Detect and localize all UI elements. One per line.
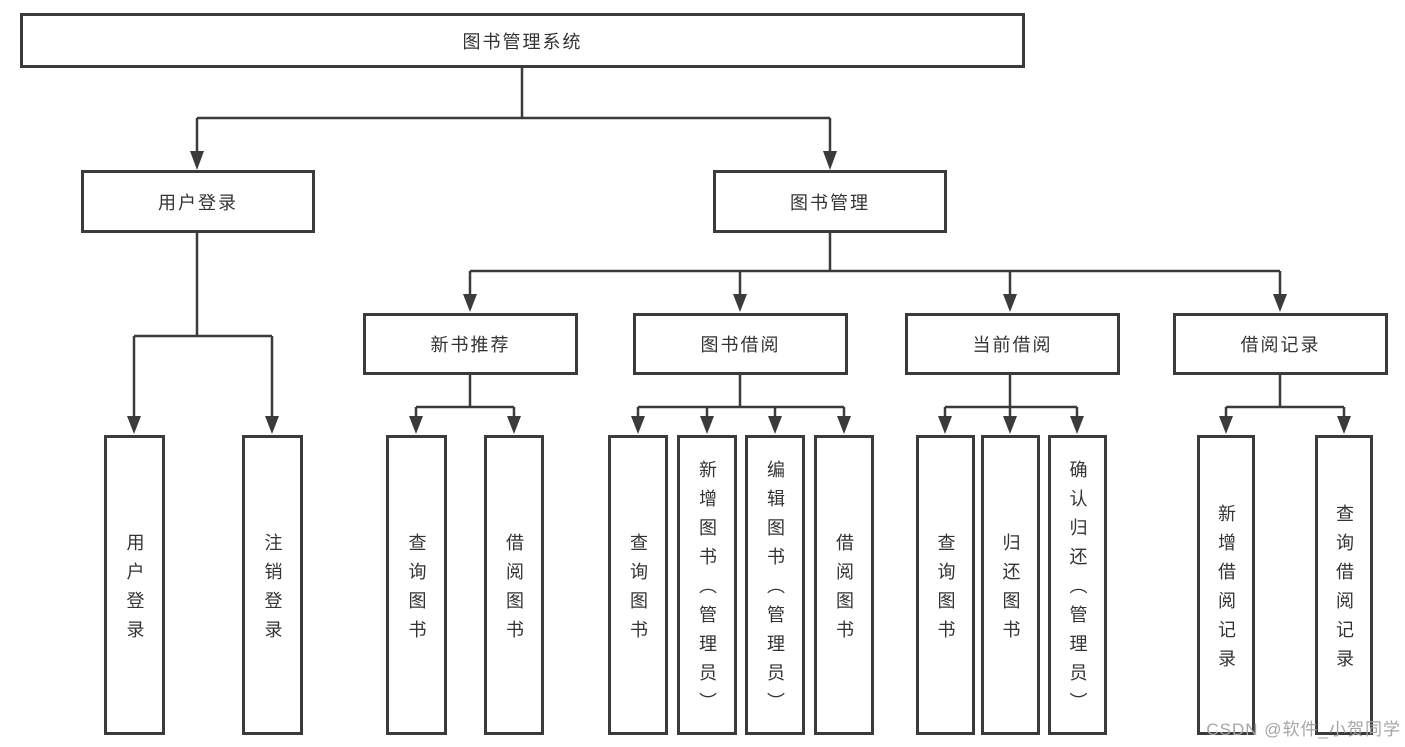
- node-label: 图书管理: [790, 192, 870, 213]
- leaf-query-books-current: 查询图书: [916, 435, 975, 735]
- node-library-management-system: 图书管理系统: [20, 13, 1025, 68]
- leaf-return-books: 归还图书: [981, 435, 1040, 735]
- leaf-add-books-admin: 新增图书（管理员）: [677, 435, 737, 735]
- csdn-watermark: CSDN @软件_小贺同学: [1206, 720, 1401, 739]
- node-label: 归还图书: [1000, 532, 1021, 649]
- leaf-borrow-books: 借阅图书: [814, 435, 874, 735]
- node-label: 查询图书: [628, 532, 648, 649]
- leaf-edit-books-admin: 编辑图书（管理员）: [745, 435, 805, 735]
- node-label: 查询图书: [406, 532, 427, 649]
- leaf-query-books-borrow: 查询图书: [608, 435, 668, 735]
- node-book-management: 图书管理: [713, 170, 947, 233]
- node-label: 图书借阅: [700, 335, 781, 355]
- node-label: 查询图书: [935, 532, 956, 649]
- node-label: 用户登录: [158, 192, 238, 213]
- node-label: 借阅记录: [1240, 335, 1321, 355]
- leaf-add-borrow-record: 新增借阅记录: [1197, 435, 1255, 735]
- node-label: 新增借阅记录: [1216, 503, 1236, 678]
- leaf-query-books-recommend: 查询图书: [386, 435, 447, 735]
- node-book-borrow: 图书借阅: [633, 313, 848, 375]
- node-label: 注销登录: [262, 532, 283, 649]
- node-label: 编辑图书（管理员）: [765, 460, 785, 721]
- node-user-login: 用户登录: [81, 170, 315, 233]
- leaf-confirm-return-admin: 确认归还（管理员）: [1048, 435, 1107, 735]
- node-label: 图书管理系统: [462, 31, 583, 52]
- node-label: 新增图书（管理员）: [697, 460, 717, 721]
- node-label: 新书推荐: [430, 335, 511, 355]
- node-label: 查询借阅记录: [1334, 503, 1354, 678]
- node-label: 当前借阅: [972, 335, 1053, 355]
- node-label: 确认归还（管理员）: [1067, 460, 1088, 721]
- node-new-book-recommend: 新书推荐: [363, 313, 578, 375]
- leaf-borrow-books-recommend: 借阅图书: [484, 435, 544, 735]
- node-borrow-records: 借阅记录: [1173, 313, 1388, 375]
- leaf-logout: 注销登录: [242, 435, 303, 735]
- node-current-borrow: 当前借阅: [905, 313, 1120, 375]
- node-label: 借阅图书: [504, 532, 524, 649]
- leaf-query-borrow-record: 查询借阅记录: [1315, 435, 1373, 735]
- node-label: 借阅图书: [834, 532, 854, 649]
- leaf-user-login: 用户登录: [104, 435, 165, 735]
- node-label: 用户登录: [124, 532, 145, 649]
